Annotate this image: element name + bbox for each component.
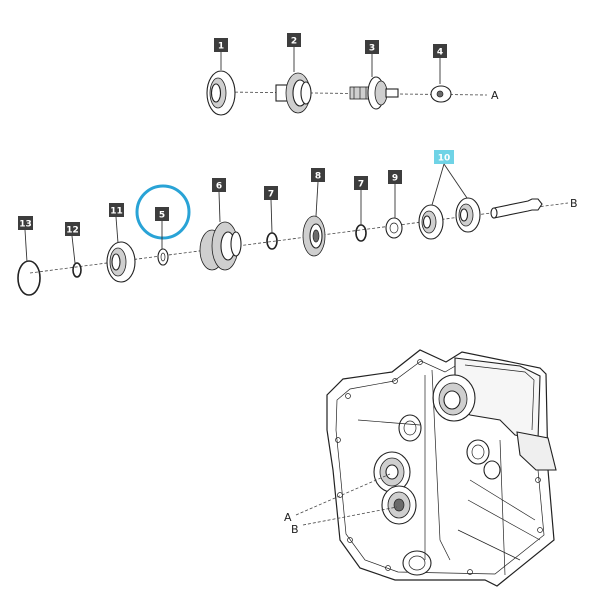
svg-text:9: 9 — [392, 174, 398, 184]
housing-axis-b-line — [302, 506, 398, 526]
output-shaft — [490, 198, 543, 219]
label-part-4[interactable]: 4 — [433, 44, 447, 84]
svg-text:5: 5 — [159, 211, 165, 221]
axis-label-b: B — [570, 197, 578, 210]
svg-text:10: 10 — [438, 154, 451, 164]
label-part-1[interactable]: 1 — [214, 38, 228, 70]
label-part-5[interactable]: 5 — [155, 207, 169, 249]
part-6-cluster-gear[interactable] — [199, 221, 242, 271]
svg-text:8: 8 — [315, 172, 321, 182]
housing-bore-upper — [432, 374, 476, 422]
svg-text:4: 4 — [437, 48, 443, 58]
part-7-ring-right[interactable] — [355, 224, 367, 242]
part-10-bearing-left[interactable] — [418, 204, 444, 240]
part-5-spacer[interactable] — [157, 248, 169, 266]
housing-axis-a-line — [295, 473, 391, 516]
housing-bore-a — [373, 451, 411, 493]
svg-text:3: 3 — [369, 44, 375, 54]
part-12-circlip[interactable] — [72, 262, 82, 278]
svg-text:7: 7 — [358, 180, 364, 190]
housing-bore-b — [381, 485, 417, 525]
middle-assembly-row: B — [17, 150, 578, 296]
part-8-gear[interactable] — [302, 215, 326, 257]
svg-text:11: 11 — [110, 207, 123, 217]
svg-text:2: 2 — [291, 37, 297, 47]
label-part-6[interactable]: 6 — [212, 178, 226, 223]
part-9-washer[interactable] — [385, 217, 403, 239]
highlight-ring-part-5 — [135, 184, 191, 240]
part-4-washer[interactable] — [430, 85, 452, 103]
part-10-bearing-right[interactable] — [455, 197, 481, 233]
svg-text:7: 7 — [268, 190, 274, 200]
label-part-12[interactable]: 12 — [65, 222, 80, 264]
label-part-10[interactable]: 10 — [431, 150, 468, 206]
part-1-bearing[interactable] — [206, 70, 236, 116]
part-2-gear[interactable] — [275, 72, 312, 114]
label-part-9[interactable]: 9 — [388, 170, 402, 218]
label-part-7-left[interactable]: 7 — [264, 186, 278, 234]
label-part-2[interactable]: 2 — [287, 33, 301, 72]
part-11-bearing[interactable] — [106, 241, 136, 283]
svg-text:1: 1 — [218, 42, 224, 52]
label-part-3[interactable]: 3 — [365, 40, 379, 77]
axis-label-a: A — [491, 89, 499, 102]
svg-text:12: 12 — [66, 226, 79, 236]
label-part-13[interactable]: 13 — [18, 216, 33, 263]
top-assembly-row: A 1 — [206, 33, 499, 116]
housing-bore-small — [398, 414, 501, 480]
svg-text:13: 13 — [19, 220, 32, 230]
housing-axis-label-b: B — [291, 523, 299, 536]
svg-text:6: 6 — [216, 182, 222, 192]
transmission-housing: A B — [284, 349, 557, 587]
housing-axis-label-a: A — [284, 511, 292, 524]
label-part-7-right[interactable]: 7 — [354, 176, 368, 225]
part-13-snap-ring[interactable] — [17, 260, 41, 296]
housing-bolt-holes — [335, 359, 543, 575]
label-part-8[interactable]: 8 — [311, 168, 325, 217]
housing-bore-lower — [402, 550, 432, 576]
label-part-11[interactable]: 11 — [109, 203, 124, 244]
part-3-shaft[interactable] — [349, 76, 399, 110]
